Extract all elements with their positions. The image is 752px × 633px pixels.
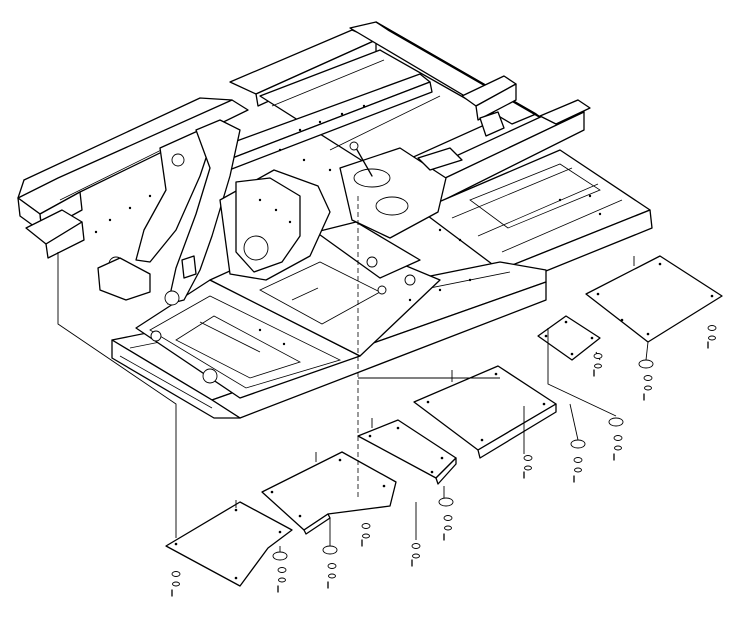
left-rail <box>18 98 248 258</box>
fastener-sets <box>172 326 716 597</box>
cover-plate-2 <box>262 452 396 534</box>
fastener-set-12 <box>708 326 716 349</box>
fastener-set-6 <box>439 498 453 540</box>
boom-mount-bracket <box>98 120 330 305</box>
fastener-set-2 <box>273 552 287 592</box>
assembly-leader-lines <box>58 196 648 554</box>
cover-plate-5 <box>538 316 600 360</box>
frame-bolt-holes <box>94 104 602 346</box>
fastener-set-10 <box>594 354 602 377</box>
cover-plate-4 <box>414 366 556 458</box>
fastener-set-3 <box>323 546 337 588</box>
main-frame <box>18 22 652 418</box>
fastener-set-8 <box>571 440 585 482</box>
cover-plates <box>166 256 722 586</box>
cover-plate-6 <box>586 256 722 342</box>
fastener-set-5 <box>412 544 420 567</box>
swing-center <box>340 112 504 238</box>
fastener-set-1 <box>172 572 180 597</box>
fastener-set-9 <box>609 418 623 460</box>
fastener-set-7 <box>524 456 532 479</box>
fastener-set-11 <box>639 360 653 400</box>
cover-plate-3 <box>358 420 456 484</box>
cover-plate-1 <box>166 502 292 586</box>
fastener-set-4 <box>362 524 370 547</box>
